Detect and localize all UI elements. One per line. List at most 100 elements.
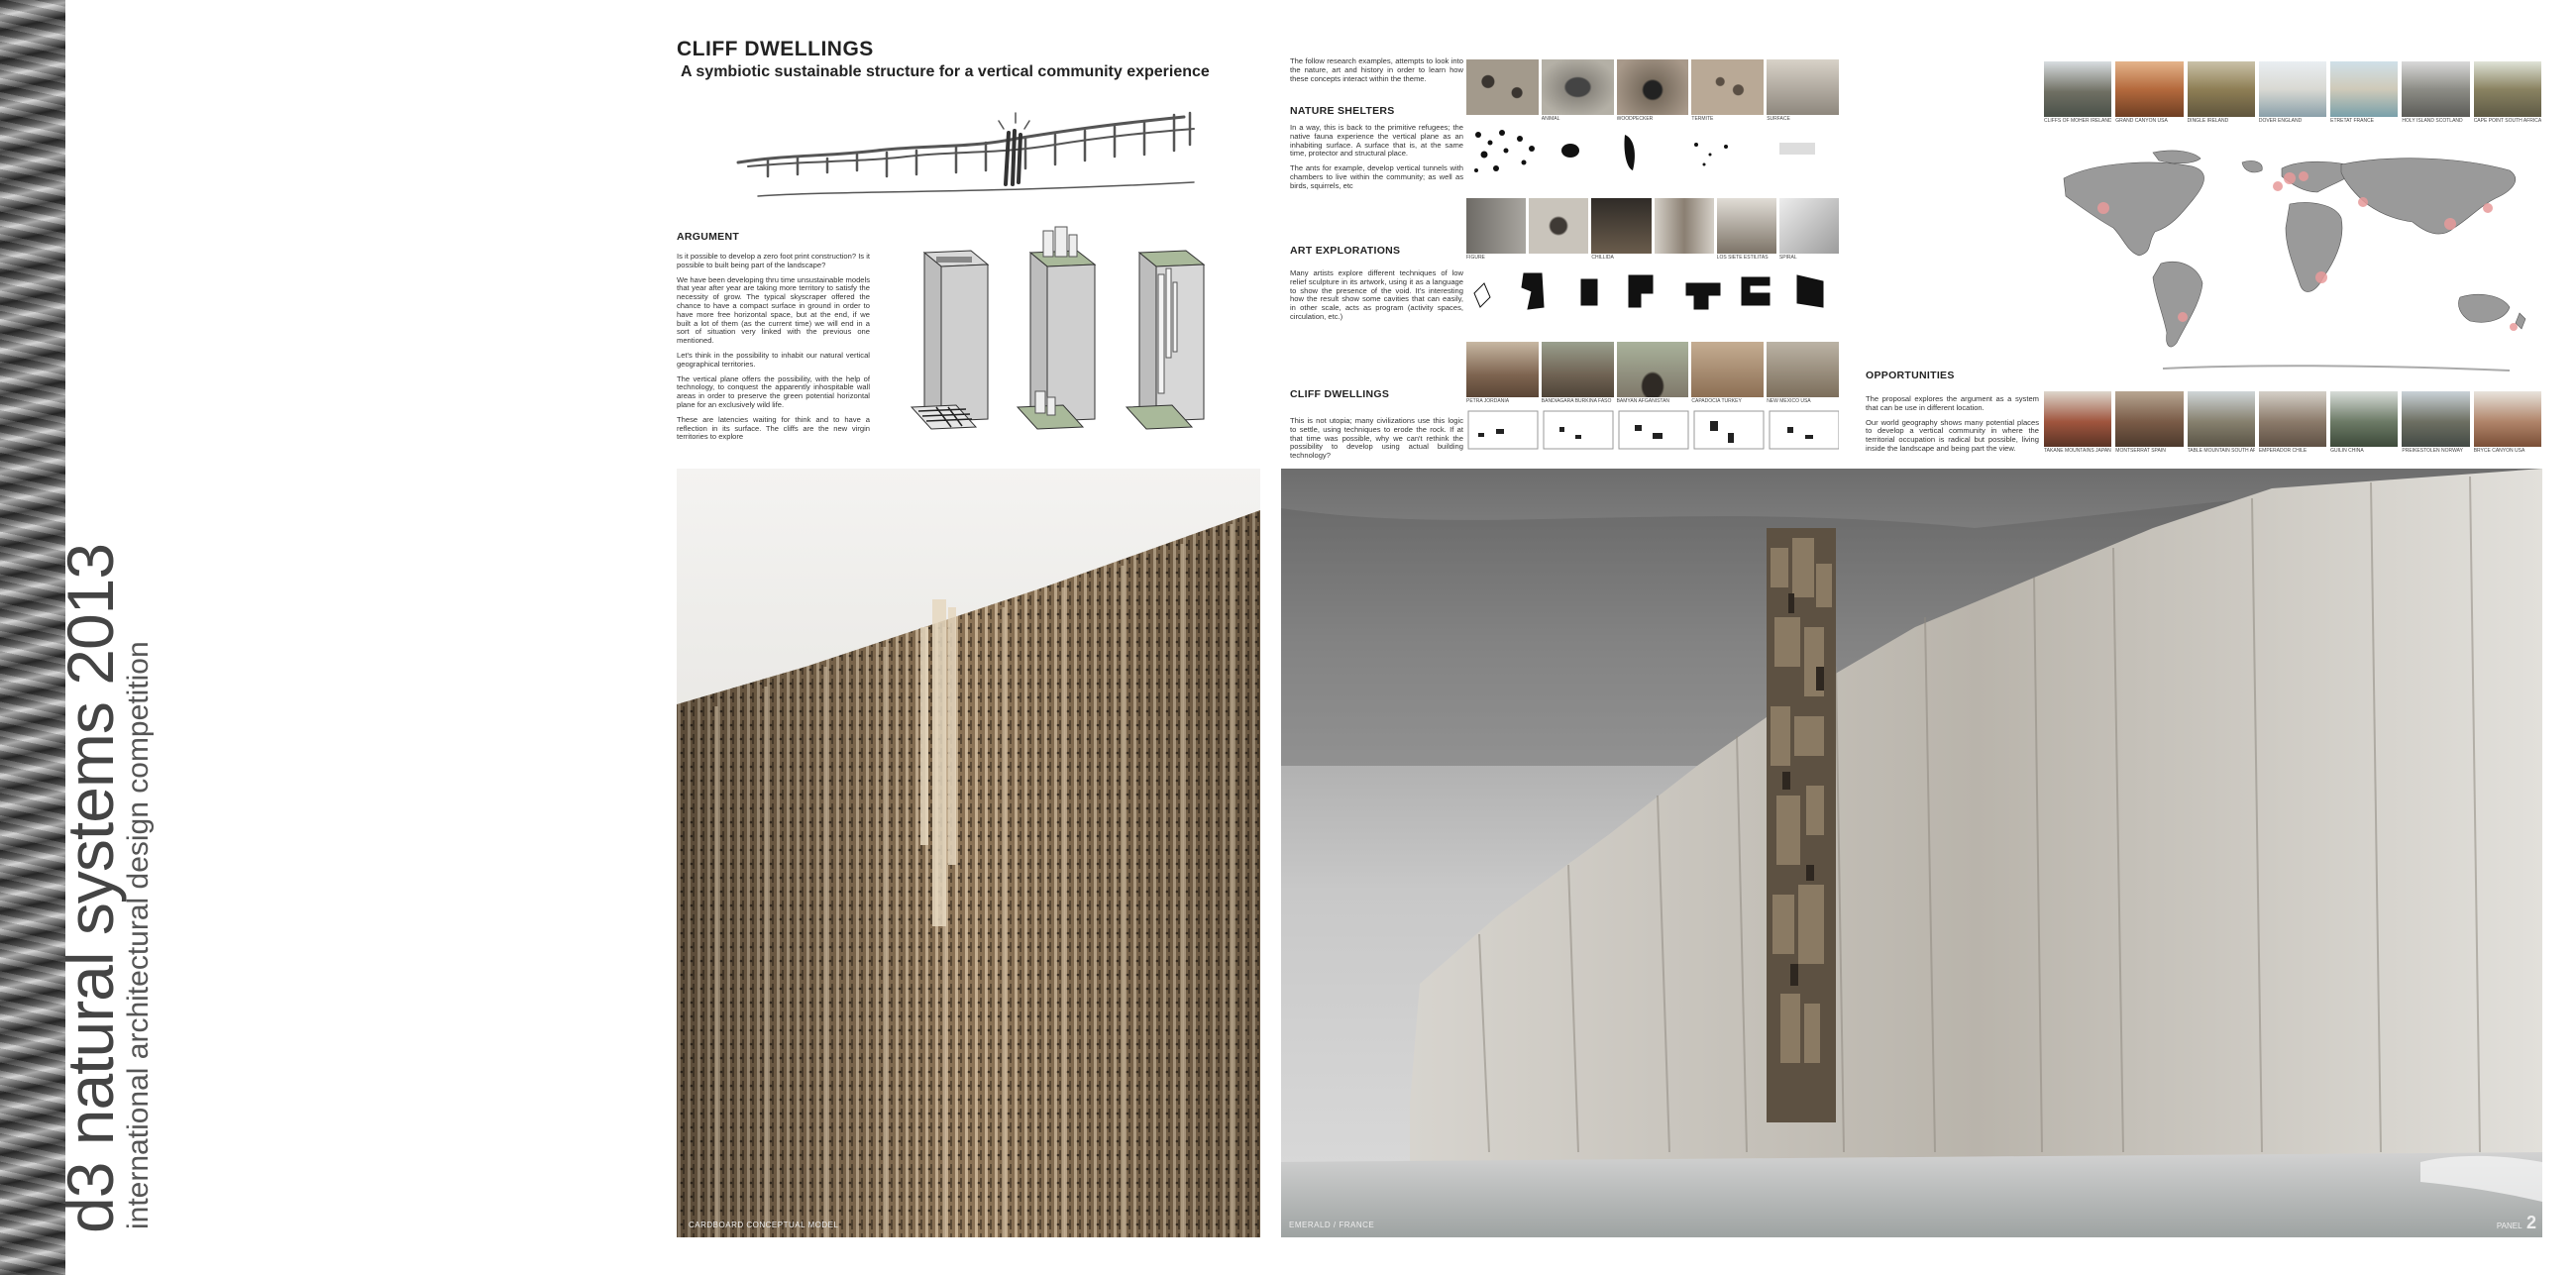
art-explorations-heading: ART EXPLORATIONS	[1290, 245, 1401, 257]
art-explorations-text: Many artists explore different technique…	[1290, 268, 1463, 321]
thumb-caption	[1466, 116, 1539, 122]
cliff-render	[1281, 469, 2542, 1237]
page-subtitle: A symbiotic sustainable structure for a …	[681, 63, 1210, 80]
location-caption: TAKANE MOUNTAINS JAPAN	[2044, 448, 2111, 454]
diagram-ground-skyscraper	[910, 250, 990, 430]
location-caption: HOLY ISLAND SCOTLAND	[2402, 118, 2463, 124]
location-caption: TABLE MOUNTAIN SOUTH AFRICA	[2187, 448, 2255, 454]
thumb-image	[1691, 342, 1765, 397]
thumb-image	[1616, 342, 1689, 397]
concept-diagrams	[910, 226, 1206, 430]
thumb-caption	[1529, 255, 1588, 261]
opportunities-paragraph: Our world geography shows many potential…	[1866, 417, 2039, 453]
location-caption: GRAND CANYON USA	[2115, 118, 2168, 124]
thumb-image	[1541, 342, 1614, 397]
thumb-image	[1466, 198, 1527, 254]
location-image	[2044, 61, 2112, 117]
location-caption: MONTSERRAT SPAIN	[2115, 448, 2166, 454]
diagram-vertical-cliff	[1125, 250, 1206, 430]
competition-title: d3 natural systems 2013 international ar…	[54, 543, 155, 1233]
thumb-caption: SURFACE	[1767, 116, 1790, 122]
location-image	[2402, 391, 2470, 447]
location-image	[2187, 391, 2255, 447]
cliff-dwellings-images: PETRA JORDANIA BANDIAGARA BURKINA FASO B…	[1466, 342, 1839, 453]
thumb-caption: ANIMAL	[1541, 116, 1560, 122]
location-caption: ETRETAT FRANCE	[2330, 118, 2375, 124]
thumb-image	[1529, 198, 1589, 254]
thumb-image	[1466, 342, 1539, 397]
thumb-caption: PETRA JORDANIA	[1466, 398, 1510, 404]
location-caption: DINGLE IRELAND	[2187, 118, 2229, 124]
argument-text: Is it possible to develop a zero foot pr…	[677, 252, 871, 448]
art-explorations-images: FIGURE CHILLIDA LOS SIETE ESTILITAS SPIR…	[1466, 198, 1840, 319]
nature-shelters-heading: NATURE SHELTERS	[1290, 105, 1395, 117]
thumb-caption	[1655, 255, 1714, 261]
panel-label: PANEL 2	[2497, 1213, 2536, 1233]
argument-paragraph: These are latencies waiting for think an…	[677, 414, 870, 442]
thumb-caption: FIGURE	[1466, 255, 1485, 261]
thumb-caption: BANDIAGARA BURKINA FASO	[1541, 398, 1612, 404]
model-photo-caption: CARDBOARD CONCEPTUAL MODEL	[689, 1221, 839, 1229]
competition-subtitle: international architectural design compe…	[122, 641, 155, 1229]
cliff-dwellings-text: This is not utopia; many civilizations u…	[1290, 416, 1463, 461]
argument-paragraph: Let's think in the possibility to inhabi…	[677, 350, 870, 369]
location-image	[2402, 61, 2470, 117]
argument-paragraph: The vertical plane offers the possibilit…	[677, 373, 870, 409]
research-intro: The follow research examples, attempts t…	[1290, 56, 1463, 83]
location-caption: PREIKESTOLEN NORWAY	[2402, 448, 2463, 454]
thumb-image	[1466, 59, 1539, 115]
location-caption: BRYCE CANYON USA	[2473, 448, 2525, 454]
thumb-image	[1591, 198, 1652, 254]
nature-shelters-silhouettes	[1474, 130, 1815, 172]
thumb-caption: CAPADOCIA TURKEY	[1691, 398, 1742, 404]
opportunities-paragraph: The proposal explores the argument as a …	[1866, 394, 2039, 412]
panel-text: PANEL	[2496, 1222, 2522, 1230]
nature-shelters-images: ANIMAL WOODPECKER TERMITE SURFACE	[1466, 59, 1839, 180]
nature-shelters-paragraph: In a way, this is back to the primitive …	[1290, 123, 1463, 159]
location-image	[2330, 61, 2399, 117]
page-title: CLIFF DWELLINGS	[677, 38, 874, 60]
model-photo: CARDBOARD CONCEPTUAL MODEL	[677, 469, 1260, 1237]
diagram-green-plane	[1016, 226, 1097, 430]
thumb-image	[1541, 59, 1614, 115]
opportunities-text: The proposal explores the argument as a …	[1866, 394, 2039, 460]
location-caption: EMPERADOR CHILE	[2258, 448, 2308, 454]
cliff-dwellings-heading: CLIFF DWELLINGS	[1290, 388, 1390, 400]
thumb-image	[1778, 198, 1840, 254]
location-image	[2115, 391, 2184, 447]
location-image	[2044, 391, 2112, 447]
location-image	[2473, 391, 2541, 447]
thumb-caption: BAMYAN AFGANISTAN	[1616, 398, 1670, 404]
location-image	[2473, 61, 2541, 117]
location-caption: DOVER ENGLAND	[2258, 118, 2303, 124]
argument-heading: ARGUMENT	[677, 231, 740, 243]
cliff-render-photo: EMERALD / FRANCE PANEL 2	[1281, 469, 2542, 1237]
location-image	[2258, 61, 2327, 117]
cardboard-model-render	[677, 510, 1260, 1237]
thumb-image	[1767, 59, 1839, 115]
opportunity-locations-top: CLIFFS OF MOHER IRELAND GRAND CANYON USA…	[2044, 61, 2541, 124]
thumb-caption: WOODPECKER	[1616, 116, 1654, 122]
thumb-image	[1767, 342, 1839, 397]
thumb-caption: SPIRAL	[1778, 255, 1797, 261]
nature-shelters-paragraph: The ants for example, develop vertical t…	[1290, 163, 1463, 190]
thumb-image	[1654, 198, 1714, 254]
location-caption: GUILIN CHINA	[2330, 448, 2364, 454]
argument-paragraph: Is it possible to develop a zero foot pr…	[677, 252, 871, 269]
art-explorations-silhouettes	[1473, 272, 1824, 310]
world-map	[2063, 150, 2526, 372]
thumb-image	[1716, 198, 1776, 254]
vertical-community-structure	[1767, 528, 1836, 1122]
thumb-image	[1616, 59, 1689, 115]
thumb-caption: CHILLIDA	[1591, 255, 1614, 261]
thumb-caption: LOS SIETE ESTILITAS	[1716, 255, 1769, 261]
opportunity-locations-bottom: TAKANE MOUNTAINS JAPAN MONTSERRAT SPAIN …	[2044, 391, 2541, 454]
competition-name: d3 natural systems 2013	[54, 543, 127, 1233]
cliff-dwellings-sketches	[1467, 410, 1839, 450]
location-image	[2258, 391, 2327, 447]
argument-paragraph: We have been developing thru time unsust…	[677, 274, 870, 346]
cliff-photo-caption: EMERALD / FRANCE	[1289, 1221, 1375, 1229]
location-image	[2115, 61, 2184, 117]
location-caption: CAPE POINT SOUTH AFRICA	[2473, 118, 2541, 124]
location-caption: CLIFFS OF MOHER IRELAND	[2044, 118, 2112, 124]
